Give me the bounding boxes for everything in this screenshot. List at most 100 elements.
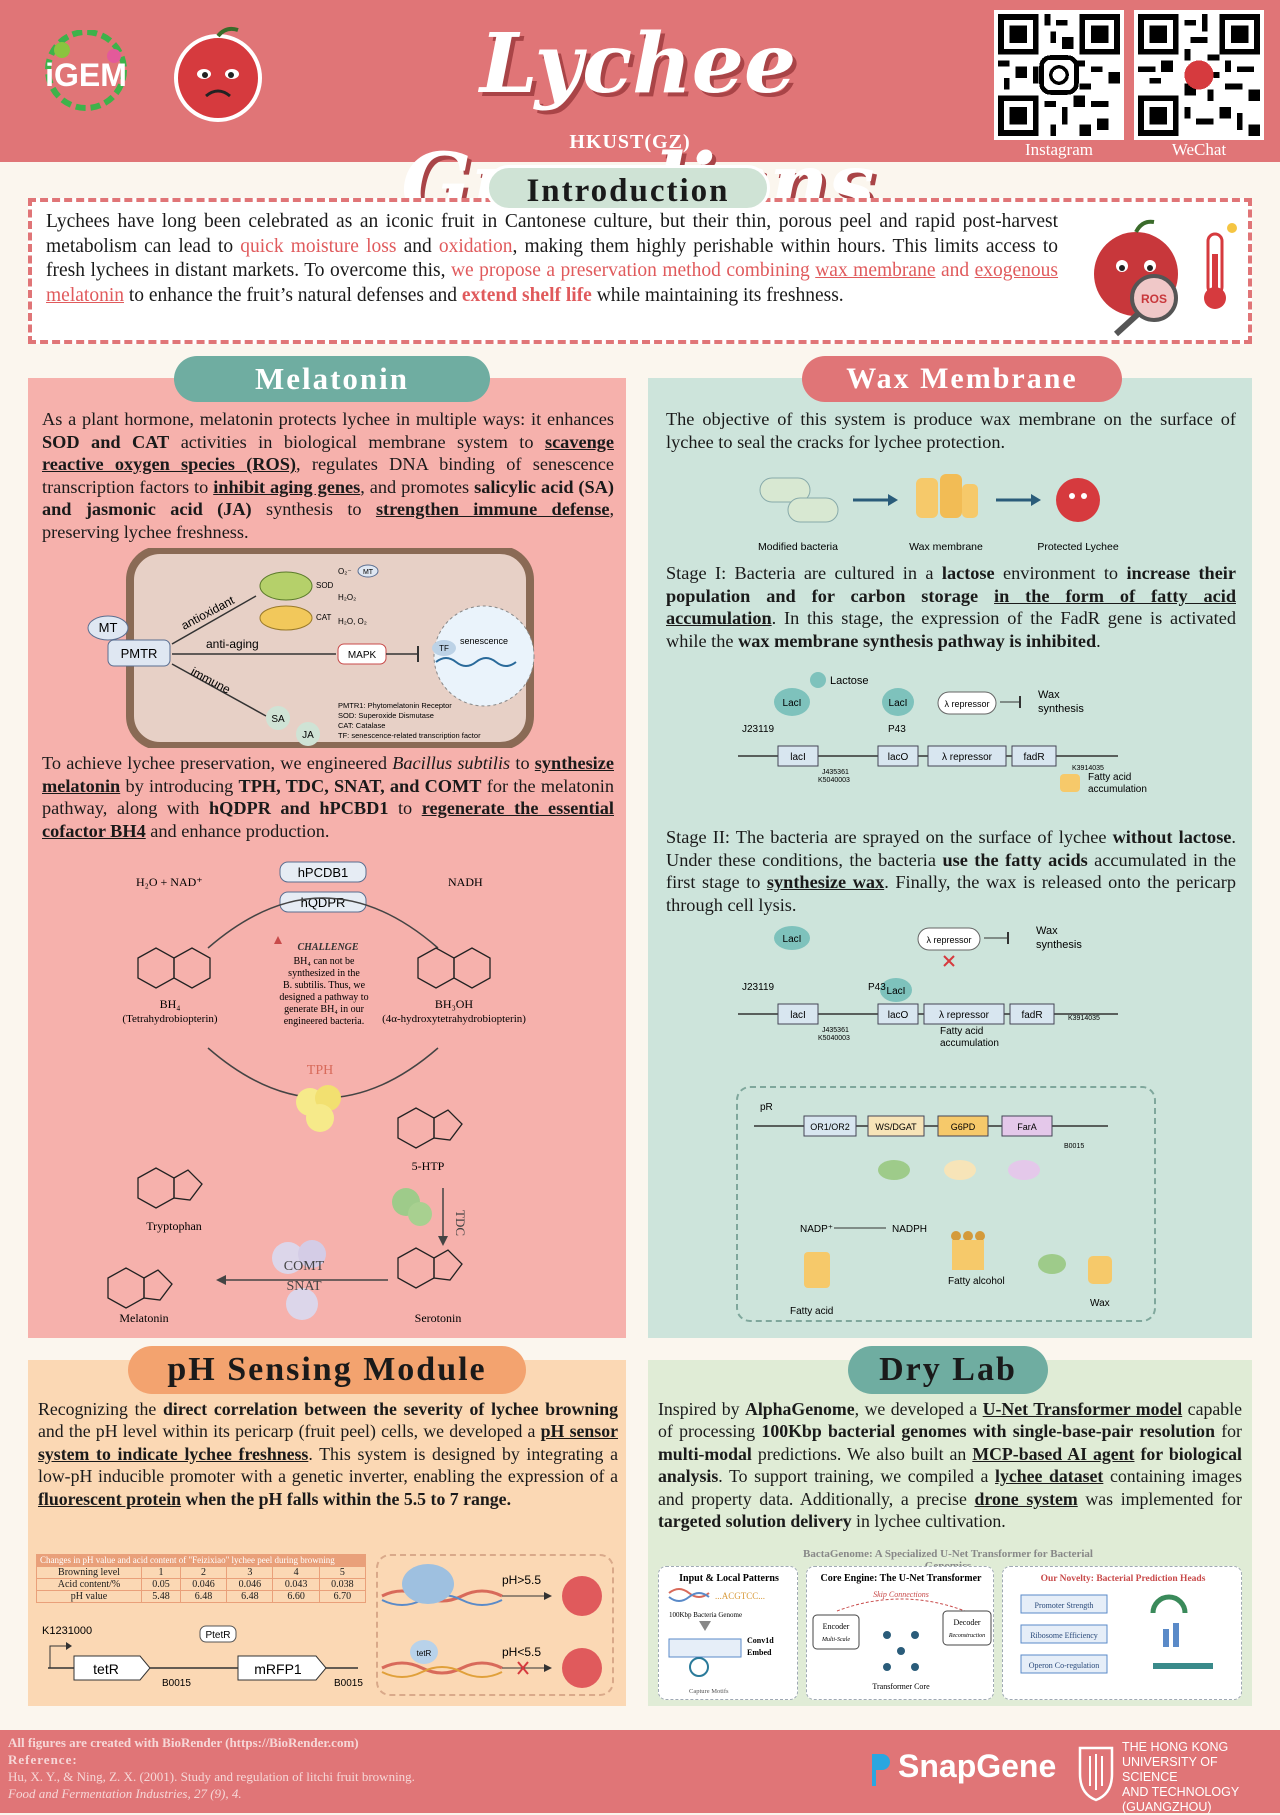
melatonin-mechanism-figure: MT PMTR antioxidant anti-aging immune SO…	[87, 548, 535, 748]
snapgene-text: SnapGene	[898, 1748, 1057, 1784]
hkust-line: UNIVERSITY OF SCIENCE	[1122, 1755, 1218, 1784]
nadh-label: NADH	[448, 875, 483, 889]
cat-label: CAT	[316, 613, 332, 622]
protected-lychee-icon	[1056, 478, 1100, 522]
dry-lab-panel: Inspired by AlphaGenome, we developed a …	[648, 1360, 1252, 1706]
laci-bound-label: LacI	[889, 698, 908, 709]
repressor-protein-label: λ repressor	[944, 699, 989, 709]
anti-aging-label: anti-aging	[206, 637, 259, 651]
serotonin-label: Serotonin	[415, 1311, 462, 1325]
header-banner: iGEM Lychee Guardians HKUST(GZ) Instagra…	[0, 0, 1280, 232]
hkust-line: THE HONG KONG	[1122, 1740, 1229, 1754]
o2-label: O₂⁻	[338, 567, 352, 576]
lactose-label: Lactose	[830, 675, 869, 687]
wechat-label: WeChat	[1171, 140, 1227, 159]
tetr-protein-label: tetR	[417, 1649, 432, 1658]
dry-lab-paragraph: Inspired by AlphaGenome, we developed a …	[658, 1399, 1242, 1532]
mapk-label: MAPK	[348, 650, 377, 661]
ws-dgat-gene: WS/DGAT	[875, 1122, 917, 1132]
legend-line: CAT: Catalase	[338, 721, 385, 730]
encoder-label: Encoder	[823, 1622, 850, 1631]
wax-membrane-title: Wax Membrane	[802, 356, 1122, 402]
red-fluorescent-lychee-icon	[562, 1576, 602, 1688]
repressor-gene: λ repressor	[942, 752, 993, 763]
h2o-nad-label: H₂O + NAD⁺	[136, 875, 203, 889]
instagram-label: Instagram	[1025, 140, 1093, 159]
challenge-line: designed a pathway to	[279, 992, 368, 1003]
senescence-label: senescence	[460, 636, 508, 646]
introduction-text: Lychees have long been celebrated as an …	[46, 211, 1059, 306]
mt-small-label: MT	[363, 569, 374, 576]
flow-label: Wax membrane	[909, 541, 983, 553]
fatty-acid-label: Fatty acid	[790, 1306, 833, 1317]
transformer-network-icon	[883, 1631, 919, 1671]
melatonin-paragraph-1: As a plant hormone, melatonin protects l…	[42, 409, 615, 542]
reference-line: Hu, X. Y., & Ning, Z. X. (2001). Study a…	[8, 1769, 415, 1784]
term-label: J435361	[822, 1027, 849, 1034]
melatonin-pathway-figure: hPCDB1 hQDPR H₂O + NAD⁺ NADH BH₄ (Tetrah…	[107, 861, 526, 1325]
wax-flow-figure: Modified bacteria Wax membrane Protected…	[758, 474, 1119, 553]
challenge-line: engineered bacteria.	[284, 1016, 365, 1027]
b0015-label: B0015	[1064, 1143, 1084, 1150]
synthesis-label: synthesis	[1038, 703, 1084, 715]
bh4-name: (Tetrahydrobiopterin)	[122, 1013, 217, 1025]
input-patterns-box: Input & Local Patterns ...ACGTCC... 100K…	[658, 1566, 798, 1700]
ros-label: ROS	[1141, 292, 1167, 306]
ph-less-label: pH<5.5	[502, 1645, 541, 1659]
laco-gene: lacO	[888, 1010, 909, 1021]
legend-line: TF: senescence-related transcription fac…	[338, 731, 481, 740]
wax-stage-2-circuit: LacI LacI λ repressor Wax synthesis J231…	[738, 925, 1118, 1049]
footer: All figures are created with BioRender (…	[0, 1730, 1280, 1814]
nadp-label: NADP⁺	[800, 1224, 833, 1235]
core-column-title: Core Engine: The U-Net Transformer	[821, 1573, 982, 1584]
j23119-label: J23119	[742, 982, 775, 993]
dry-lab-title: Dry Lab	[848, 1346, 1048, 1394]
transformer-core-label: Transformer Core	[872, 1682, 930, 1691]
fara-gene: FarA	[1017, 1122, 1037, 1132]
k3914035-label: K3914035	[1068, 1015, 1100, 1022]
reference-heading: Reference:	[8, 1752, 78, 1767]
ph-mechanism-box: tetR pH>5.5 pH<5.5	[376, 1554, 614, 1696]
reconstruction-label: Reconstruction	[948, 1633, 985, 1639]
fadr-gene: fadR	[1023, 752, 1044, 763]
k3914035-label: K3914035	[1072, 765, 1104, 772]
melatonin-label: Melatonin	[119, 1311, 168, 1325]
biorender-credit: All figures are created with BioRender (…	[8, 1735, 359, 1750]
ptetr-label: PtetR	[205, 1630, 230, 1641]
term-label: J435361	[822, 769, 849, 776]
tetr-gene: tetR	[93, 1661, 119, 1677]
team-name: HKUST(GZ)	[569, 131, 691, 153]
tetr-protein-icon	[402, 1564, 454, 1664]
browning-table: Changes in pH value and acid content of …	[36, 1554, 367, 1603]
comt-label: COMT	[284, 1259, 325, 1274]
ph-paragraph: Recognizing the direct correlation betwe…	[38, 1399, 619, 1509]
melatonin-panel: As a plant hormone, melatonin protects l…	[28, 378, 626, 1338]
table-caption: Changes in pH value and acid content of …	[36, 1554, 366, 1566]
lychee-mascot-icon	[174, 26, 262, 122]
sa-label: SA	[271, 714, 285, 725]
novelty-column-title: Our Novelty: Bacterial Prediction Heads	[1041, 1574, 1206, 1584]
reference-journal: Food and Fermentation Industries, 27 (9)…	[8, 1786, 242, 1801]
igem-logo: iGEM	[45, 30, 127, 111]
5htp-label: 5-HTP	[412, 1159, 445, 1173]
fadr-gene: fadR	[1021, 1010, 1042, 1021]
h2o2-label: H₂O₂	[338, 593, 356, 602]
sod-label: SOD	[316, 581, 334, 590]
tryptophan-label: Tryptophan	[146, 1219, 202, 1233]
ph-sensing-title: pH Sensing Module	[128, 1346, 526, 1394]
inhibition-cross-icon	[943, 955, 955, 967]
tph-label: TPH	[307, 1063, 333, 1078]
introduction-section: Lychees have long been celebrated as an …	[28, 198, 1252, 344]
wechat-qr-code[interactable]	[1134, 10, 1264, 140]
fatty-alcohol-label: Fatty alcohol	[948, 1276, 1005, 1287]
ribosome-efficiency-head: Ribosome Efficiency	[1030, 1631, 1098, 1640]
nadph-label: NADPH	[892, 1224, 927, 1235]
conv1d-label: Conv1d	[747, 1636, 774, 1645]
instagram-qr-code[interactable]	[994, 10, 1124, 140]
term-label: K5040003	[818, 1035, 850, 1042]
bh4-label: BH₄	[160, 997, 181, 1011]
ph-circuit-figure: K1231000 tetR B0015 PtetR mRFP1 B0015	[42, 1625, 363, 1689]
hkust-line: AND TECHNOLOGY	[1122, 1785, 1240, 1799]
